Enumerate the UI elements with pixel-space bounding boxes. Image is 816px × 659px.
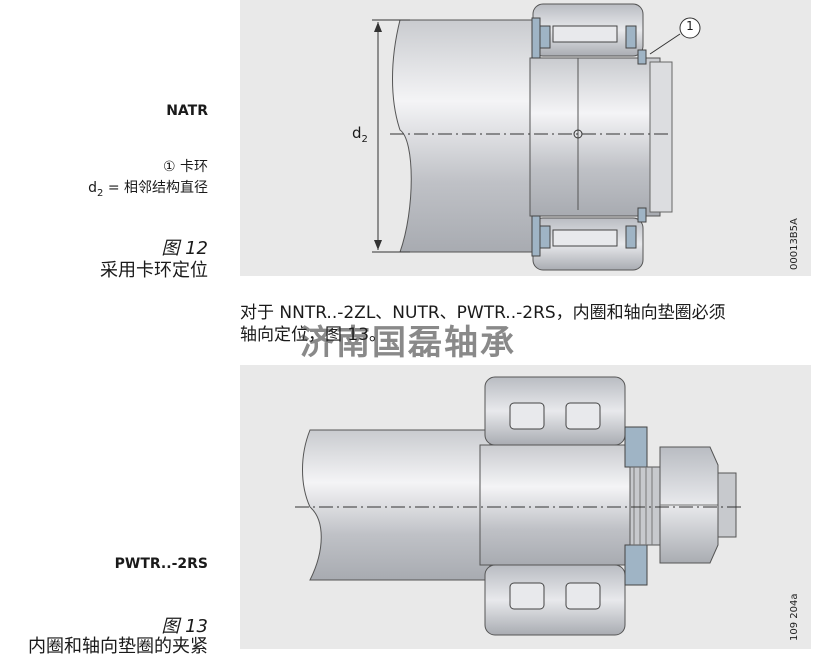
axial-washer-bottom [624,544,648,586]
seal-left-bottom [539,225,551,249]
top-figure-drawing: 1 d2 00013B5A [240,0,811,276]
top-figure-legend-line2: d2 = 相邻结构直径 [20,178,208,204]
seal-right-top [625,25,637,49]
paragraph-line1: 对于 NNTR..-2ZL、NUTR、PWTR..-2RS，内圈和轴向垫圈必须 [240,303,726,323]
inner-ring [529,57,661,217]
roller-top-2 [565,402,601,430]
natr-snap-ring-drawing [372,3,701,271]
inner-ring-2 [479,444,631,566]
callout-marker: ① [162,159,176,175]
top-drawing-code: 00013B5A [789,218,800,270]
shaft-body-2 [302,429,491,581]
pwtr-clamping-drawing [295,376,745,636]
stud-end [717,472,737,538]
legend-snap-ring-text: 卡环 [180,159,208,175]
needle-roller-bottom [552,229,618,247]
top-figure-product-label: NATR [166,103,208,119]
roller-top-1 [509,402,545,430]
outer-ring-bottom-2 [484,564,626,636]
bottom-figure-number: 图 13 [161,616,208,637]
needle-roller-top [552,25,618,43]
dimension-d-symbol: d [352,124,362,142]
watermark-text: 济南国磊轴承 [300,323,516,363]
seal-right-bottom [625,225,637,249]
dimension-label: d2 [352,124,368,145]
top-figure-caption: 采用卡环定位 [100,260,208,281]
body-paragraph: 对于 NNTR..-2ZL、NUTR、PWTR..-2RS，内圈和轴向垫圈必须 … [240,302,800,346]
dimension-d-subscript: 2 [361,134,368,145]
outer-ring-top-2 [484,376,626,446]
snap-ring-bottom [637,207,647,223]
legend-d-subscript: 2 [96,187,104,199]
bottom-drawing-code: 109 204a [789,593,800,641]
washer-left-top [531,17,541,59]
axial-washer-top [624,426,648,468]
roller-bottom-2 [565,582,601,610]
shaft-body [392,19,541,253]
seal-left-top [539,25,551,49]
legend-diameter-text: = 相邻结构直径 [107,180,208,196]
legend-d-symbol: d [88,180,97,196]
bottom-figure-drawing: 109 204a [240,365,811,649]
callout-number: 1 [686,19,694,33]
bottom-figure-caption: 内圈和轴向垫圈的夹紧 [28,636,208,657]
washer-left-bottom [531,215,541,257]
bottom-figure-product-label: PWTR..-2RS [114,556,208,572]
roller-bottom-1 [509,582,545,610]
paragraph-line2: 轴向定位，图 13。 [240,325,387,345]
top-figure-legend-line1: ① 卡环 [40,157,208,177]
shaft-end [649,61,673,213]
top-figure-number: 图 12 [161,238,208,259]
snap-ring-top [637,49,647,65]
